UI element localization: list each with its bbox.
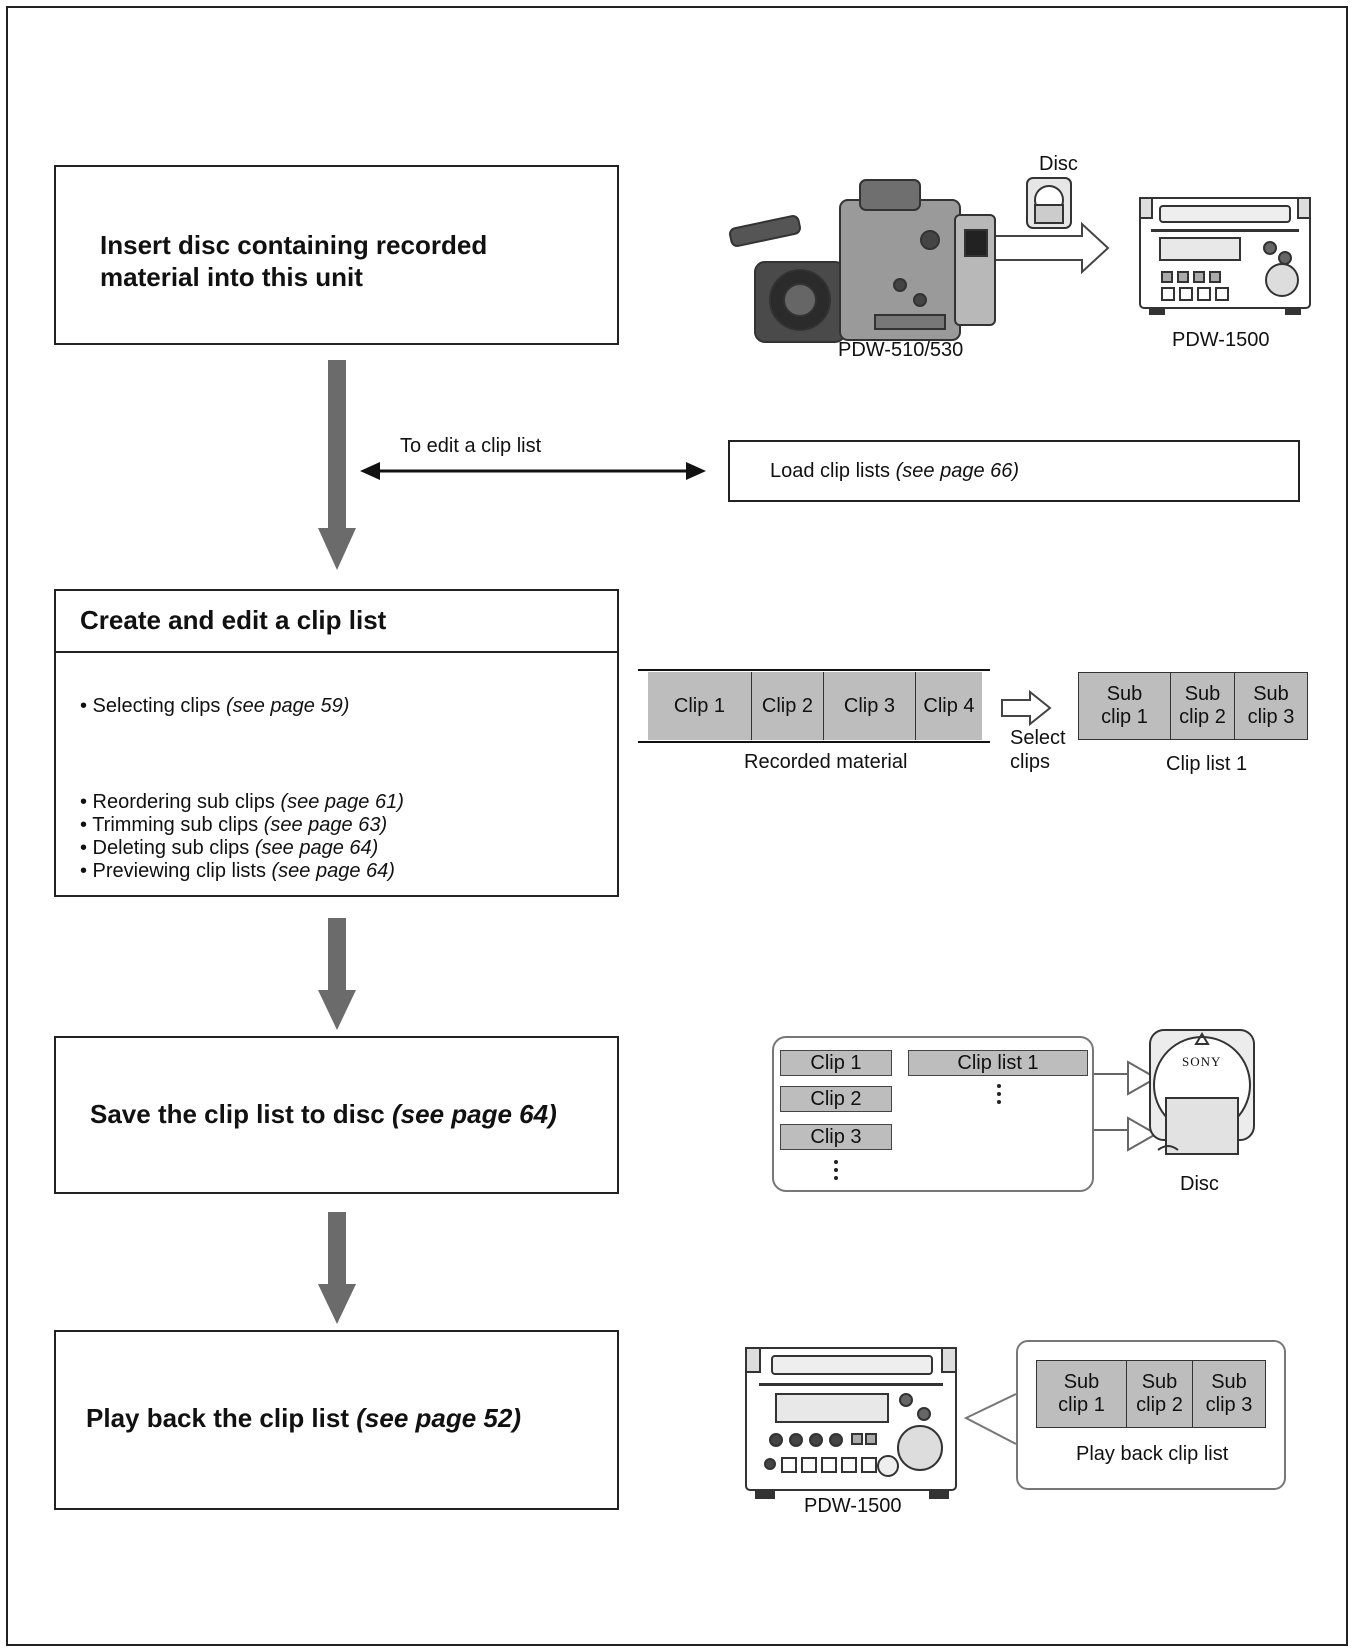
save-bubble: Clip 1 Clip 2 Clip 3 Clip list 1 <box>772 1036 1094 1192</box>
branch-double-arrow <box>360 462 706 480</box>
disc-label-top: Disc <box>1039 153 1078 175</box>
load-clip-lists-label: Load clip lists <box>770 460 896 482</box>
play-sub-clip-2-l2: clip 2 <box>1136 1394 1183 1416</box>
deck-illustration-bottom <box>745 1347 957 1499</box>
ellipsis-dot <box>834 1160 838 1164</box>
edit-op-preview-label: • Previewing clip lists <box>80 860 272 882</box>
flow-arrow-2 <box>318 918 356 1030</box>
recorded-clip-2: Clip 2 <box>752 672 824 740</box>
edit-op-trim: • Trimming sub clips (see page 63) <box>80 814 404 837</box>
save-clip-1: Clip 1 <box>780 1050 892 1076</box>
load-clip-lists-ref: (see page 66) <box>895 460 1020 482</box>
edit-op-delete-ref: (see page 64) <box>254 837 379 859</box>
select-clips-arrow <box>1001 689 1052 727</box>
branch-label: To edit a clip list <box>400 435 542 457</box>
select-label-line1: Select <box>1010 727 1066 749</box>
edit-operations-list: • Reordering sub clips (see page 61) • T… <box>80 791 404 883</box>
step-save-title: Save the clip list to disc (see page 64) <box>90 1098 557 1130</box>
selecting-clips-ref: (see page 59) <box>225 695 350 717</box>
step-create-title: Create and edit a clip list <box>80 605 387 635</box>
disc-brand-label: SONY <box>1182 1054 1222 1069</box>
edit-op-preview: • Previewing clip lists (see page 64) <box>80 860 404 883</box>
sub-clip-1-l1: Sub <box>1106 683 1143 705</box>
page-frame <box>6 6 1348 1646</box>
recorded-material-label: Recorded material <box>744 751 908 773</box>
deck-label-bottom: PDW-1500 <box>804 1495 902 1517</box>
edit-op-reorder-label: • Reordering sub clips <box>80 791 281 813</box>
step-create-header: Create and edit a clip list <box>56 591 617 653</box>
step-play-ref: (see page 52) <box>356 1403 521 1433</box>
disc-label-large: Disc <box>1180 1173 1219 1195</box>
load-clip-lists-text: Load clip lists (see page 66) <box>770 459 1019 483</box>
sub-clip-3-l2: clip 3 <box>1247 706 1295 728</box>
ellipsis-dot <box>997 1084 1001 1088</box>
save-connector-arrows <box>1087 1060 1159 1152</box>
step-play-box: Play back the clip list (see page 52) <box>54 1330 619 1510</box>
play-sub-clip-3-l2: clip 3 <box>1205 1394 1253 1416</box>
step-save-label: Save the clip list to disc <box>90 1099 392 1129</box>
flow-arrow-1 <box>318 360 356 570</box>
ellipsis-dot <box>997 1092 1001 1096</box>
sub-clip-2-l1: Sub <box>1184 683 1221 705</box>
play-sub-clip-1-l2: clip 1 <box>1058 1394 1105 1416</box>
save-clip-2: Clip 2 <box>780 1086 892 1112</box>
recorded-clip-1: Clip 1 <box>648 672 752 740</box>
recorded-clip-4: Clip 4 <box>916 672 982 740</box>
edit-op-preview-ref: (see page 64) <box>271 860 395 882</box>
edit-op-reorder: • Reordering sub clips (see page 61) <box>80 791 404 814</box>
step-save-ref: (see page 64) <box>391 1099 557 1129</box>
playback-label: Play back clip list <box>1076 1443 1229 1465</box>
select-label-line2: clips <box>1010 751 1051 773</box>
ellipsis-dot <box>834 1176 838 1180</box>
play-sub-clip-2-l1: Sub <box>1141 1371 1178 1393</box>
edit-op-delete-label: • Deleting sub clips <box>80 837 255 859</box>
selecting-clips-item: • Selecting clips (see page 59) <box>80 695 349 718</box>
sub-clip-1-l2: clip 1 <box>1101 706 1148 728</box>
recorded-material-rails <box>638 669 990 743</box>
load-clip-lists-box: Load clip lists (see page 66) <box>728 440 1300 502</box>
transfer-arrow <box>989 221 1110 275</box>
play-sub-clip-1-l1: Sub <box>1063 1371 1100 1393</box>
edit-op-delete: • Deleting sub clips (see page 64) <box>80 837 404 860</box>
save-clip-list-1: Clip list 1 <box>908 1050 1088 1076</box>
ellipsis-dot <box>834 1168 838 1172</box>
camcorder-illustration <box>729 179 996 343</box>
step-create-box: Create and edit a clip list • Selecting … <box>54 589 619 897</box>
sub-clip-3-l1: Sub <box>1253 683 1289 705</box>
ellipsis-dot <box>997 1100 1001 1104</box>
step-insert-title-line1: Insert disc containing recorded <box>100 230 488 260</box>
deck-illustration-top <box>1139 197 1311 315</box>
step-play-label: Play back the clip list <box>86 1403 357 1433</box>
step-save-box: Save the clip list to disc (see page 64) <box>54 1036 619 1194</box>
bubble-pointer <box>963 1393 1017 1445</box>
step-insert-title: Insert disc containing recorded material… <box>100 229 487 293</box>
step-play-title: Play back the clip list (see page 52) <box>86 1402 521 1434</box>
sub-clip-2-l2: clip 2 <box>1179 706 1226 728</box>
edit-op-trim-label: • Trimming sub clips <box>80 814 264 836</box>
save-clip-3: Clip 3 <box>780 1124 892 1150</box>
selecting-clips-label: • Selecting clips <box>80 695 226 717</box>
camera-label: PDW-510/530 <box>838 339 964 361</box>
play-sub-clip-3-l1: Sub <box>1211 1371 1247 1393</box>
flow-arrow-3 <box>318 1212 356 1324</box>
recorded-clip-3: Clip 3 <box>824 672 916 740</box>
deck-label-top: PDW-1500 <box>1172 329 1270 351</box>
edit-op-trim-ref: (see page 63) <box>263 814 388 836</box>
disc-cartridge-small <box>1026 177 1072 229</box>
edit-op-reorder-ref: (see page 61) <box>280 791 404 813</box>
step-insert-box: Insert disc containing recorded material… <box>54 165 619 345</box>
clip-list-1-label: Clip list 1 <box>1166 753 1248 775</box>
step-insert-title-line2: material into this unit <box>100 262 363 292</box>
disc-cartridge-large <box>1149 1029 1255 1155</box>
